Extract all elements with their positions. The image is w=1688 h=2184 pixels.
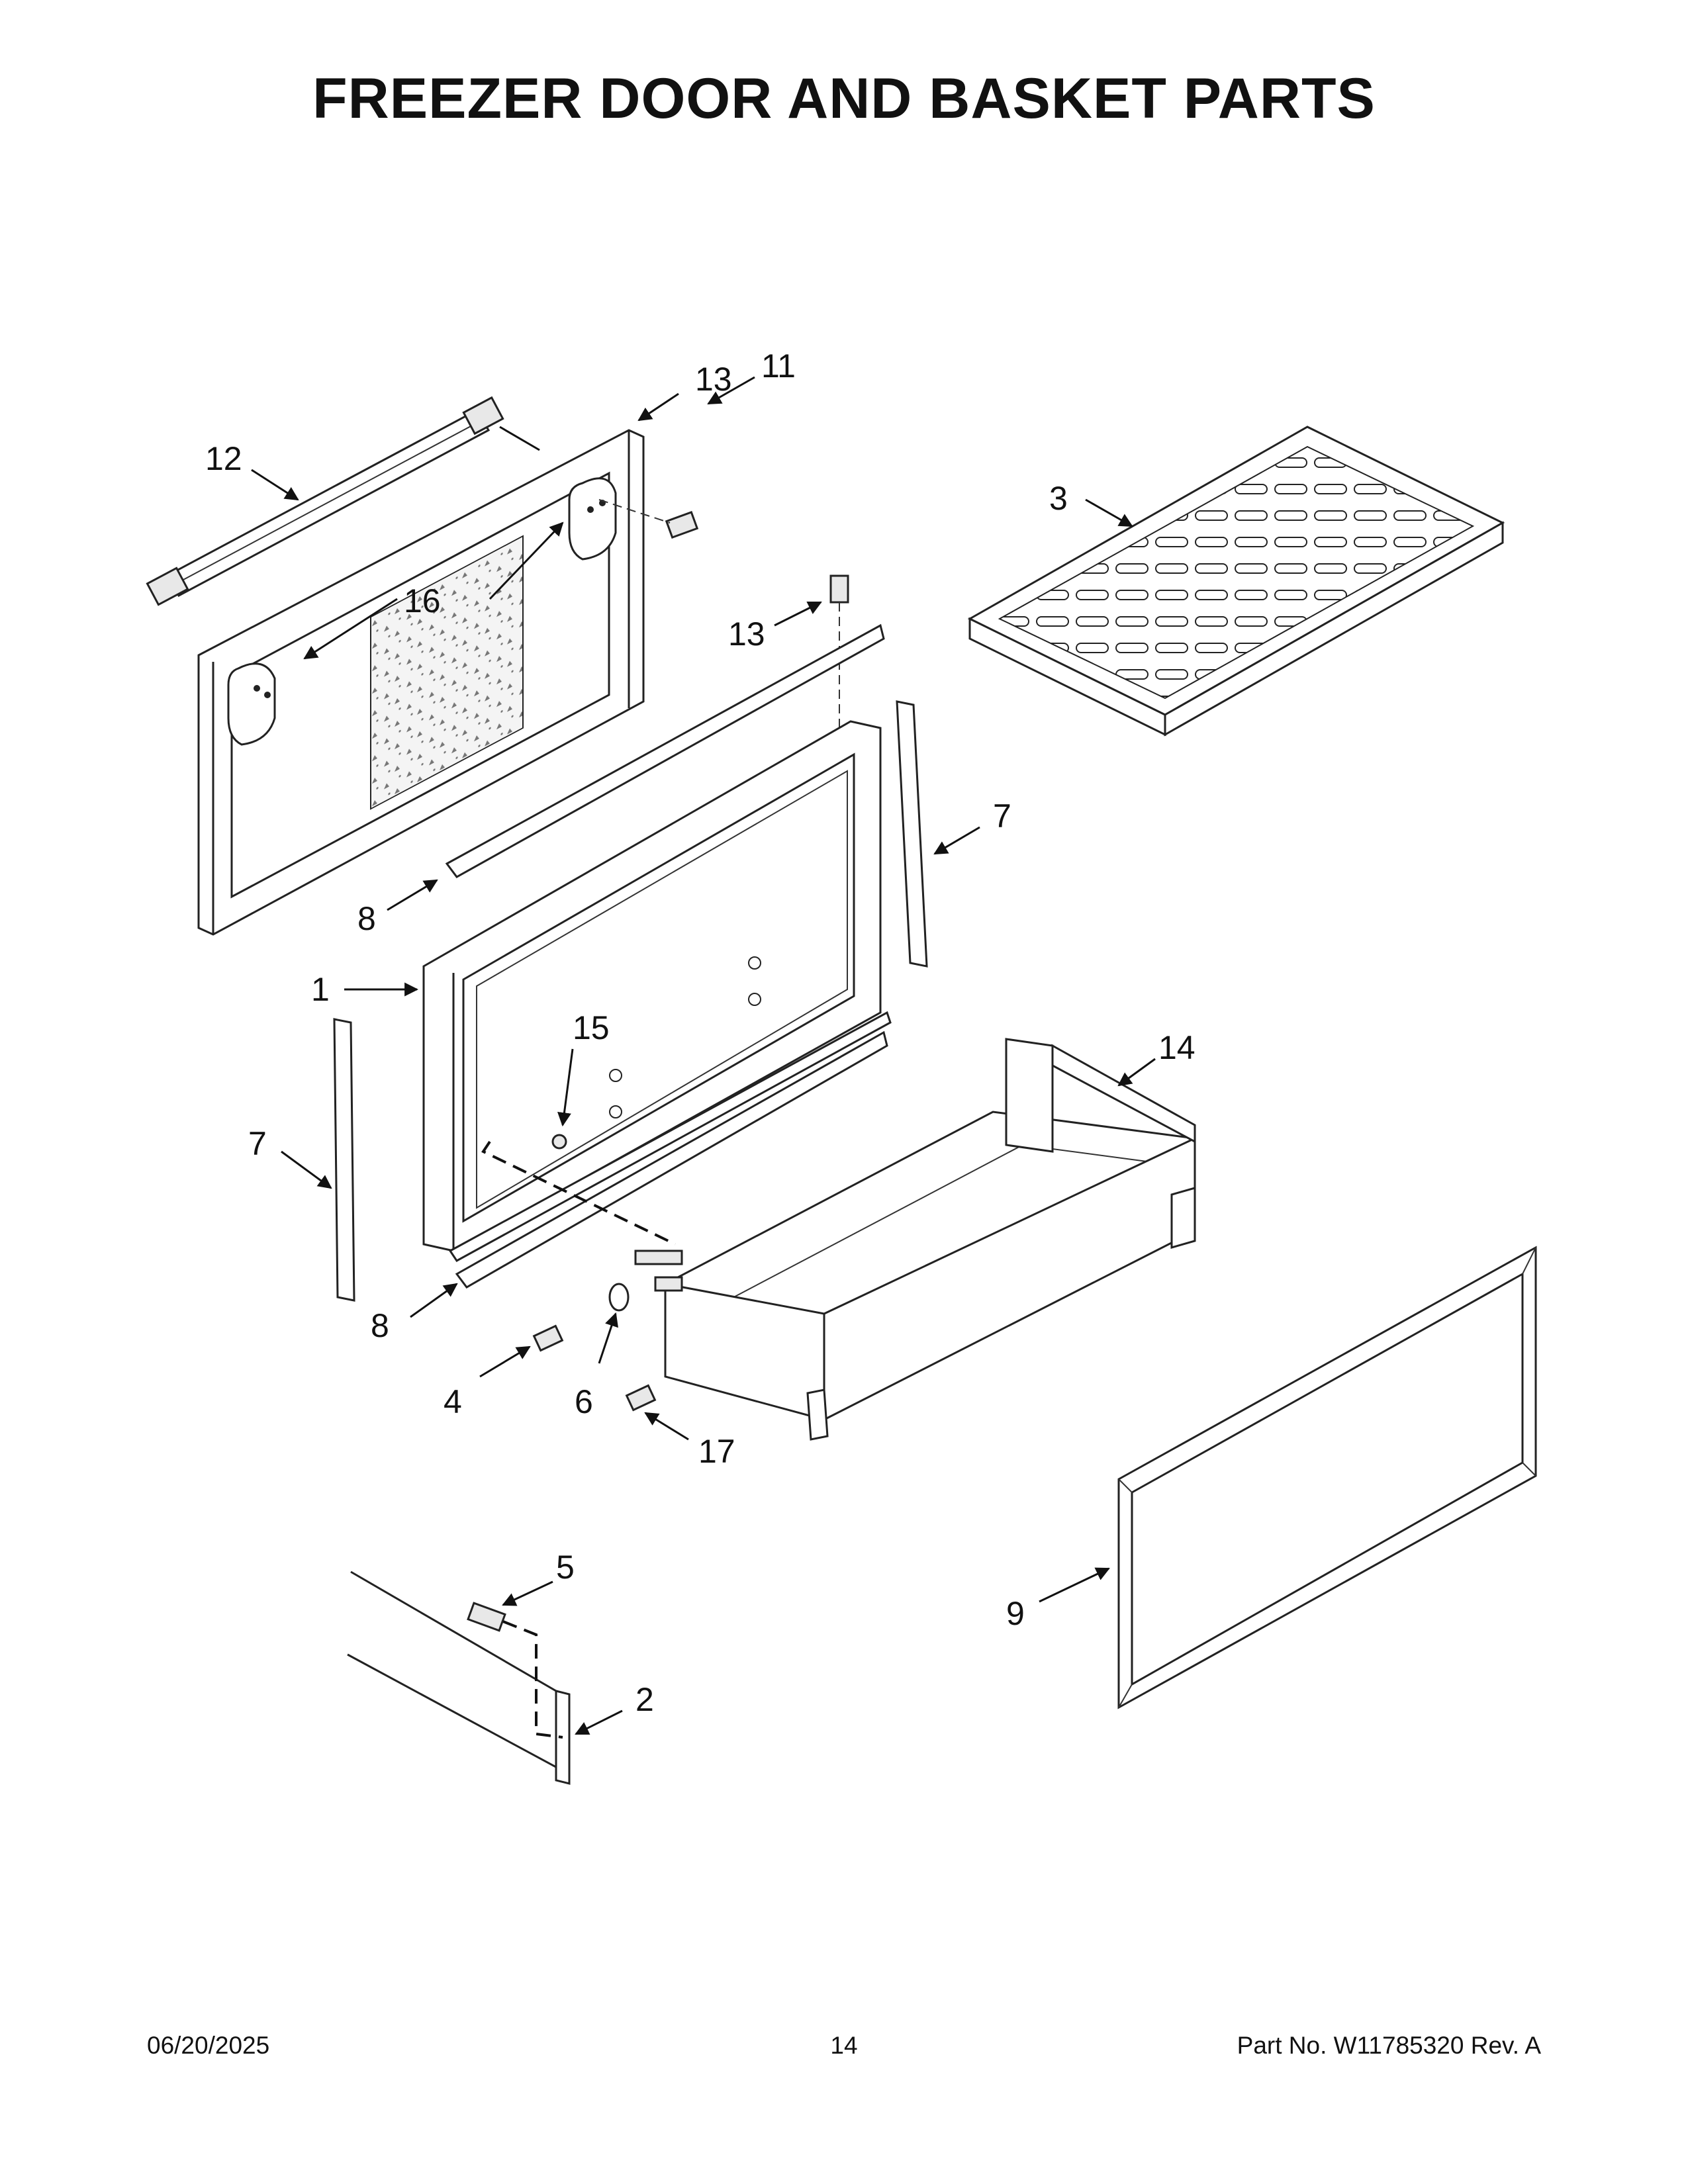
callout-6: 6: [575, 1383, 593, 1420]
callout-8-lower: 8: [371, 1307, 389, 1344]
side-bracket-right-part: [896, 700, 928, 968]
door-gasket-part: [1117, 1246, 1537, 1709]
rail-bracket-upper-part: [445, 623, 885, 878]
callout-12: 13: [695, 361, 732, 398]
callout-11: 12: [205, 440, 242, 477]
callout-8-upper: 8: [357, 900, 376, 937]
screw-13-part: [829, 574, 849, 735]
screw-15-part: [481, 1134, 676, 1246]
callout-15: 15: [573, 1009, 610, 1046]
callout-labels: 12 13 11 3 16 13 7 8 1 15 14 7 8 4 6 17 …: [205, 347, 1196, 1718]
handle-part: [146, 396, 540, 606]
callout-4: 4: [444, 1383, 462, 1420]
callout-2: 2: [635, 1681, 654, 1718]
handle-trim-part: [347, 1570, 571, 1785]
rail-bracket-lower-part: [448, 1011, 892, 1289]
callout-13: 13: [728, 615, 765, 653]
footer-page-number: 14: [830, 2032, 858, 2059]
callout-14: 14: [1158, 1029, 1196, 1066]
basket-part: [634, 1038, 1196, 1441]
callout-17: 17: [698, 1433, 735, 1470]
fasteners-4-6-17: [532, 1283, 657, 1412]
callout-1: 1: [311, 971, 330, 1008]
door-frame-part: [197, 429, 645, 936]
callout-5: 5: [556, 1549, 575, 1586]
callout-7-right: 7: [993, 797, 1011, 835]
side-bracket-left-part: [333, 1018, 355, 1302]
screw-10-part: [598, 499, 699, 539]
callout-10: 11: [761, 347, 796, 385]
callout-3: 3: [1049, 480, 1068, 517]
footer-date: 06/20/2025: [147, 2032, 270, 2059]
callout-9: 9: [1006, 1595, 1025, 1632]
footer-part-number: Part No. W11785320 Rev. A: [1237, 2032, 1541, 2059]
door-panel-part: [422, 720, 882, 1252]
callout-16: 16: [404, 582, 441, 619]
callout-7-left: 7: [248, 1125, 267, 1162]
leader-lines: [251, 376, 1156, 1735]
page-title: FREEZER DOOR AND BASKET PARTS: [312, 67, 1376, 130]
basket-grille-part: [967, 426, 1505, 737]
